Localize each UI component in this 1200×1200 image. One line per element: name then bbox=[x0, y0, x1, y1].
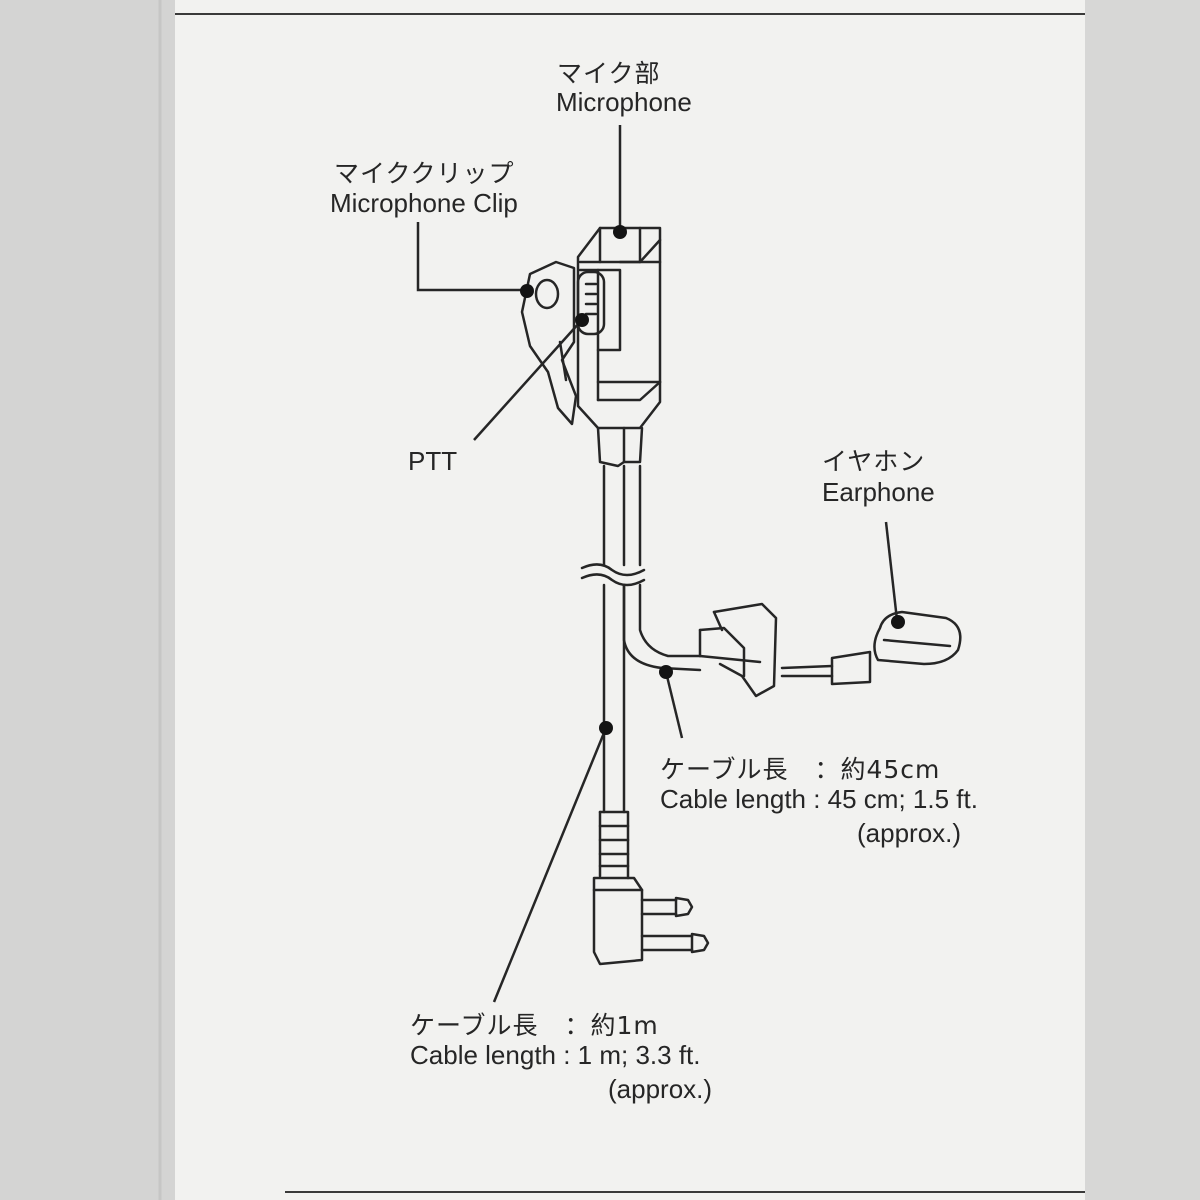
ptt-label: PTT bbox=[408, 446, 458, 476]
main-cable-length-jp: ケーブル長 ：約1m bbox=[410, 1011, 659, 1040]
clip-label-en: Microphone Clip bbox=[330, 188, 518, 218]
earphone bbox=[873, 610, 962, 666]
earphone-callout-dot bbox=[891, 615, 905, 629]
microphone-clip bbox=[520, 260, 578, 426]
package-right-edge bbox=[1085, 0, 1200, 1200]
microphone-body bbox=[576, 226, 662, 430]
main-cable-callout-dot bbox=[599, 721, 613, 735]
microphone-label-jp: マイク部 bbox=[557, 59, 661, 88]
ptt-callout-dot bbox=[575, 313, 589, 327]
clip-leader-line bbox=[416, 222, 525, 292]
microphone-strain-relief bbox=[596, 426, 644, 468]
earphone-cable-length-en: Cable length : 45 cm; 1.5 ft. bbox=[660, 784, 978, 814]
earphone-cable-approx: (approx.) bbox=[857, 818, 962, 848]
microphone-label-en: Microphone bbox=[556, 87, 692, 117]
earphone-label-en: Earphone bbox=[822, 477, 935, 507]
microphone-callout-dot bbox=[613, 225, 627, 239]
package-left-edge bbox=[0, 0, 175, 1200]
clip-label-jp: マイククリップ bbox=[334, 159, 515, 188]
ptt-leader-line bbox=[473, 321, 581, 441]
earphone-clip bbox=[698, 602, 778, 698]
radio-plug bbox=[592, 810, 710, 966]
earphone-cable-leader-line bbox=[664, 671, 684, 739]
package-card bbox=[175, 0, 1085, 1200]
main-cable-length-en: Cable length : 1 m; 3.3 ft. bbox=[410, 1040, 701, 1070]
ptt-button bbox=[576, 270, 606, 336]
main-cable-leader-line bbox=[492, 727, 608, 1003]
clip-callout-dot bbox=[520, 284, 534, 298]
earphone-label-jp: イヤホン bbox=[822, 447, 926, 476]
earphone-cable-callout-dot bbox=[659, 665, 673, 679]
earphone-cable-length-jp: ケーブル長 ：約45cm bbox=[660, 755, 941, 784]
earphone-leader-line bbox=[884, 521, 899, 621]
main-cable-approx: (approx.) bbox=[608, 1074, 713, 1104]
